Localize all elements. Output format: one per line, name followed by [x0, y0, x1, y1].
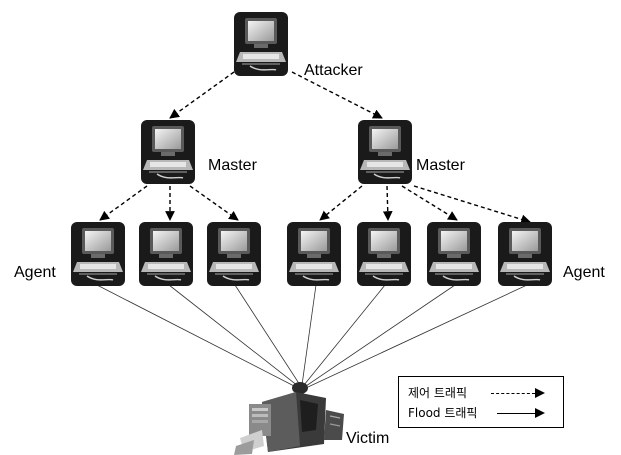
- control-arrow-master-agent-6: [401, 185, 458, 221]
- control-arrow-master-agent-5: [382, 185, 393, 221]
- agent-left-label: Agent: [14, 264, 56, 281]
- flood-line: [305, 284, 456, 387]
- victim-label: Victim: [346, 430, 390, 447]
- flood-line: [307, 284, 528, 388]
- agent-computer-icon: [70, 221, 126, 287]
- agent-computer-icon: [206, 221, 262, 287]
- master-right-label: Master: [416, 157, 465, 174]
- attacker-computer-icon: [233, 11, 289, 77]
- flood-line: [168, 284, 299, 387]
- control-arrow-master-agent-4: [319, 185, 363, 221]
- flood-line: [234, 284, 301, 386]
- legend-control-label: 제어 트래픽: [408, 386, 468, 400]
- agent-computer-icon: [426, 221, 482, 287]
- control-arrow-master-agent-7: [413, 185, 531, 225]
- control-lines: [99, 71, 531, 225]
- master-left-computer-icon: [140, 119, 196, 185]
- legend-dashed-line: [491, 393, 535, 394]
- legend-arrow-icon: [535, 388, 545, 398]
- flood-line: [96, 284, 297, 388]
- legend-flood-label: Flood 트래픽: [408, 406, 478, 420]
- legend: 제어 트래픽 Flood 트래픽: [398, 376, 564, 428]
- agent-computer-icon: [356, 221, 412, 287]
- flood-line: [301, 284, 317, 386]
- legend-solid-line: [497, 413, 535, 414]
- legend-arrow-icon: [535, 408, 545, 418]
- control-arrow-attacker-master-right: [291, 71, 383, 119]
- victim-server-icon: [234, 382, 344, 455]
- agent-computer-icon: [497, 221, 553, 287]
- agent-right-label: Agent: [563, 264, 605, 281]
- control-arrow-attacker-master-left: [169, 71, 235, 119]
- control-arrow-master-agent-3: [189, 185, 239, 221]
- flood-lines: [96, 284, 528, 388]
- flood-line: [303, 284, 386, 386]
- agent-computer-icon: [286, 221, 342, 287]
- agent-computer-icon: [138, 221, 194, 287]
- master-right-computer-icon: [357, 119, 413, 185]
- control-arrow-master-agent-1: [99, 185, 148, 221]
- attacker-label: Attacker: [304, 62, 363, 79]
- master-left-label: Master: [208, 157, 257, 174]
